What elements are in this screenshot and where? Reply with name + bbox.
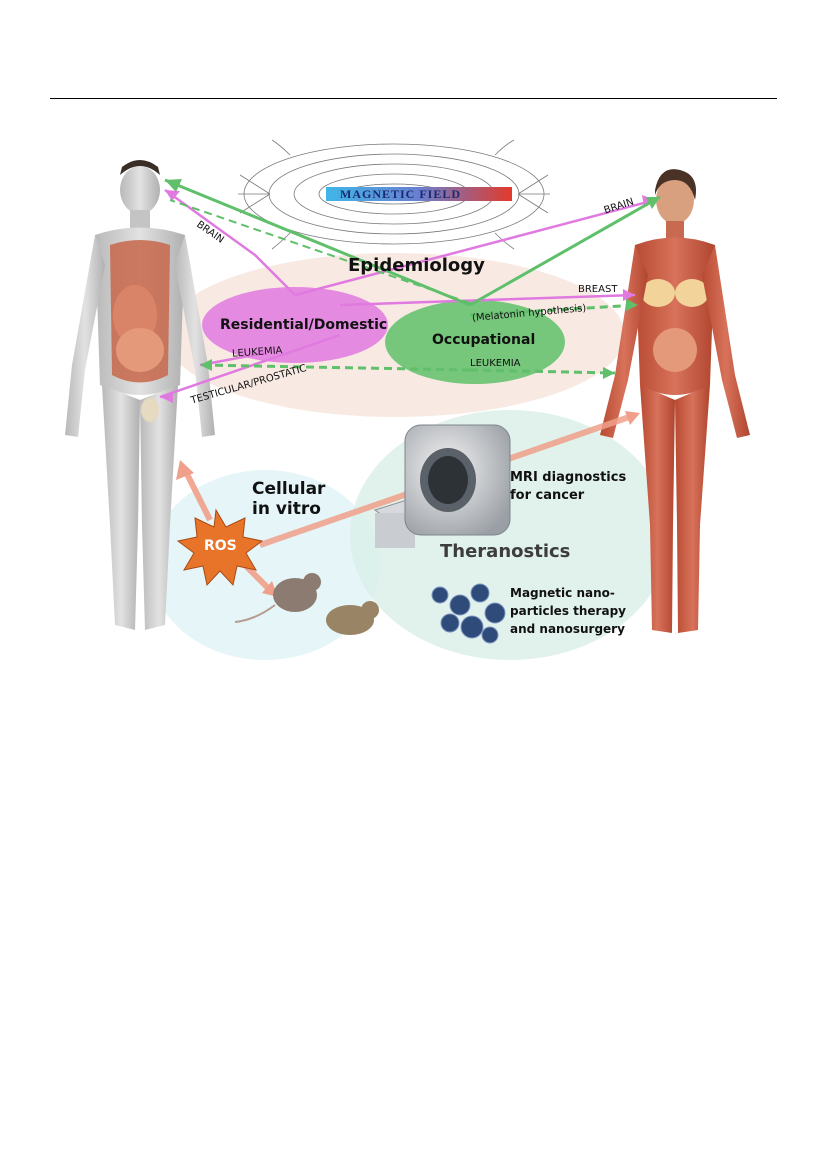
nano-label-line2: particles therapy bbox=[510, 604, 626, 618]
male-body-illustration bbox=[65, 160, 215, 630]
nanoparticles-illustration bbox=[431, 583, 506, 644]
leukemia-right-label: LEUKEMIA bbox=[470, 358, 521, 369]
theranostics-label: Theranostics bbox=[440, 541, 571, 562]
residential-arrows bbox=[159, 188, 656, 399]
figure-graphics bbox=[65, 139, 750, 660]
nano-label-line3: and nanosurgery bbox=[510, 622, 625, 636]
cellular-label-line2: in vitro bbox=[252, 499, 321, 519]
ros-label: ROS bbox=[204, 538, 237, 554]
page-header-rule bbox=[50, 98, 777, 99]
epidemiology-label: Epidemiology bbox=[348, 255, 485, 276]
mri-label-line2: for cancer bbox=[510, 488, 585, 503]
nano-label-line1: Magnetic nano- bbox=[510, 586, 615, 600]
magnetic-field-label: MAGNETIC FIELD bbox=[340, 187, 462, 201]
occupational-label: Occupational bbox=[432, 332, 536, 348]
emf-health-effects-figure: MAGNETIC FIELD Epidemiology Residential/… bbox=[40, 135, 780, 665]
ros-burst bbox=[176, 508, 264, 587]
mri-label-line1: MRI diagnostics bbox=[510, 470, 627, 485]
magnetic-field-bar bbox=[326, 187, 512, 201]
rodents-illustration bbox=[234, 573, 379, 635]
mri-scanner-illustration bbox=[373, 424, 511, 548]
occupational-arrows bbox=[164, 178, 661, 375]
residential-label: Residential/Domestic bbox=[220, 317, 388, 333]
breast-label: BREAST bbox=[578, 284, 618, 295]
cellular-label-line1: Cellular bbox=[252, 479, 326, 499]
occupational-zone bbox=[385, 300, 565, 384]
female-body-illustration bbox=[600, 169, 750, 633]
